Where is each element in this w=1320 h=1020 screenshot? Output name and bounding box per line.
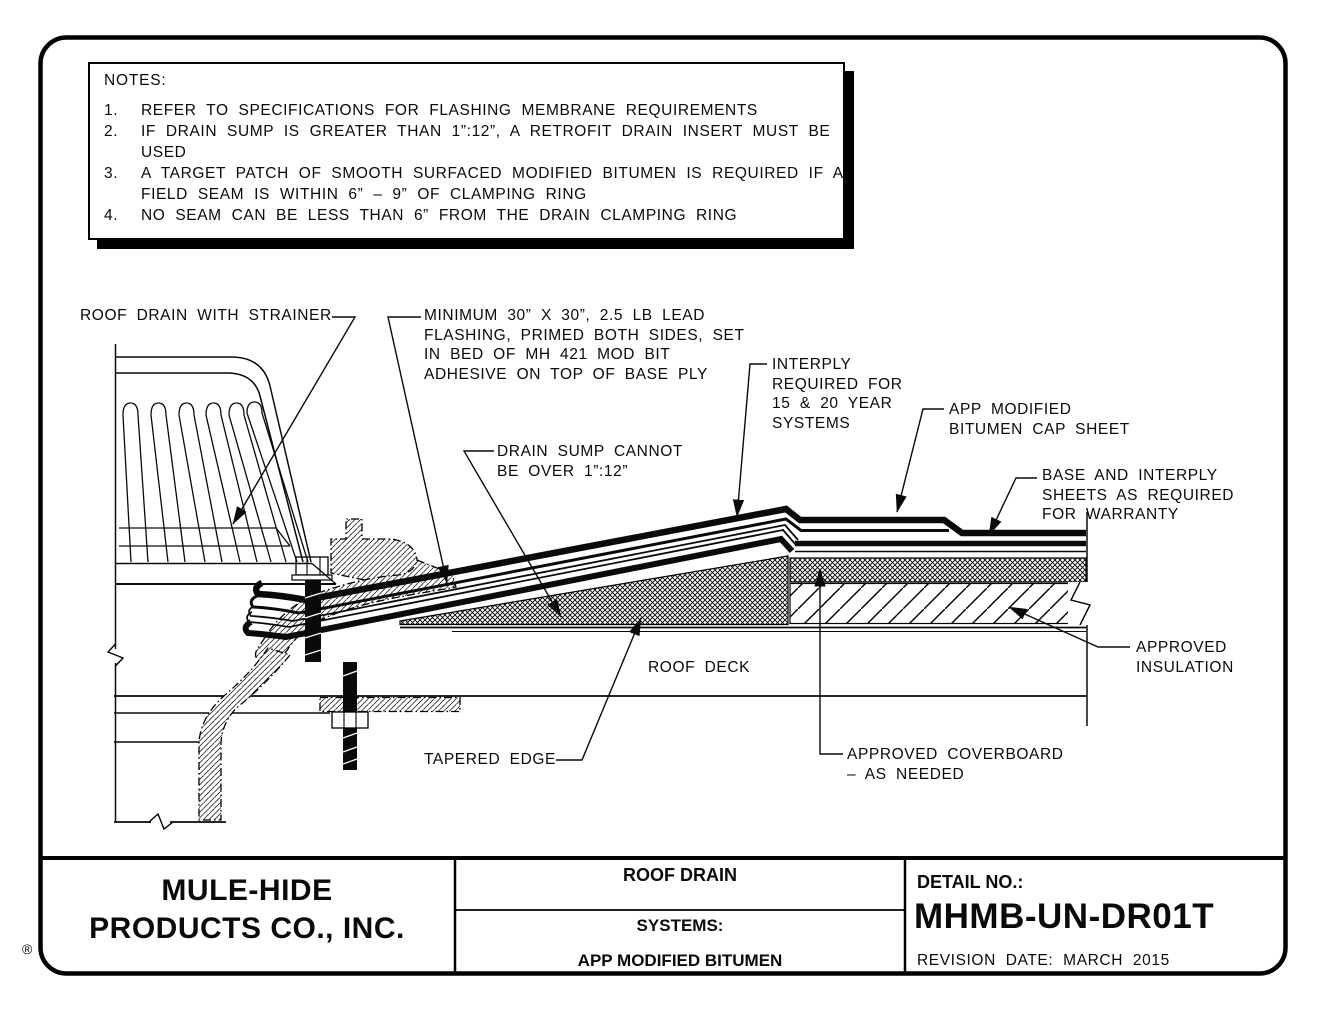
clamping-ring	[330, 518, 418, 586]
leader-tapered-edge	[556, 617, 642, 761]
company-name-line1: MULE-HIDE	[161, 874, 333, 907]
callout-cap-sheet: APP MODIFIED BITUMEN CAP SHEET	[949, 401, 1130, 438]
leader-coverboard	[814, 568, 843, 755]
upper-bolt-rod	[305, 580, 321, 662]
systems-label: SYSTEMS:	[636, 916, 724, 935]
callout-insulation: APPROVED INSULATION	[1136, 639, 1234, 676]
strainer-base-plate	[116, 562, 337, 585]
leader-roof-drain-strainer	[232, 316, 357, 525]
tapered-edge-insulation	[399, 555, 789, 626]
leader-interply	[732, 363, 767, 518]
page-border	[38, 35, 1288, 976]
callout-coverboard: APPROVED COVERBOARD – AS NEEDED	[847, 746, 1064, 783]
callout-tapered-edge: TAPERED EDGE	[424, 751, 556, 768]
note-item-1: 1. REFER TO SPECIFICATIONS FOR FLASHING …	[104, 102, 758, 119]
registered-trademark-symbol: ®	[22, 941, 33, 957]
leader-lead-flashing	[387, 316, 449, 584]
strainer-dome	[116, 356, 337, 585]
membrane-plies	[242, 505, 1086, 641]
note-item-4: 4. NO SEAM CAN BE LESS THAN 6” FROM THE …	[104, 207, 738, 224]
cap-sheet-ply	[252, 505, 1086, 604]
callout-drain-sump: DRAIN SUMP CANNOT BE OVER 1”:12”	[497, 443, 683, 480]
callout-roof-drain-strainer: ROOF DRAIN WITH STRAINER	[80, 307, 332, 324]
callout-lead-flashing: MINIMUM 30” X 30”, 2.5 LB LEAD FLASHING,…	[424, 307, 745, 383]
note-item-2: 2. IF DRAIN SUMP IS GREATER THAN 1”:12”,…	[104, 123, 831, 161]
insulation-layer	[789, 581, 1098, 626]
detail-no: MHMB-UN-DR01T	[914, 897, 1215, 936]
system-name: APP MODIFIED BITUMEN	[577, 951, 783, 970]
drain-bowl	[198, 647, 292, 821]
notes-box: NOTES: 1. REFER TO SPECIFICATIONS FOR FL…	[88, 62, 845, 240]
notes-title: NOTES:	[104, 72, 167, 89]
strainer-slots	[122, 401, 309, 563]
drawing-title: ROOF DRAIN	[623, 865, 737, 885]
revision-date: REVISION DATE: MARCH 2015	[917, 952, 1170, 969]
interply-sheet	[249, 517, 949, 615]
under-deck-clamp-arm	[319, 696, 461, 713]
callout-base-interply: BASE AND INTERPLY SHEETS AS REQUIRED FOR…	[1042, 467, 1235, 523]
coverboard-layer	[789, 557, 1087, 583]
leader-base-interply	[988, 477, 1037, 536]
upper-bolt-washer	[291, 574, 333, 581]
company-name-line2: PRODUCTS CO., INC.	[89, 912, 405, 945]
leader-lines	[232, 316, 1130, 761]
callout-interply: INTERPLY REQUIRED FOR 15 & 20 YEAR SYSTE…	[772, 356, 903, 432]
leader-cap-sheet	[895, 408, 944, 513]
detail-no-label: DETAIL NO.:	[917, 872, 1024, 892]
leader-insulation	[1008, 606, 1130, 648]
lower-bolt-nut	[331, 711, 369, 729]
leader-drain-sump	[462, 450, 562, 618]
note-item-3: 3. A TARGET PATCH OF SMOOTH SURFACED MOD…	[104, 165, 844, 203]
base-ply	[242, 535, 795, 641]
strainer-ring	[119, 527, 291, 547]
callout-roof-deck: ROOF DECK	[648, 659, 751, 676]
break-symbols	[106, 643, 174, 831]
lead-flashing-ply	[248, 524, 799, 622]
